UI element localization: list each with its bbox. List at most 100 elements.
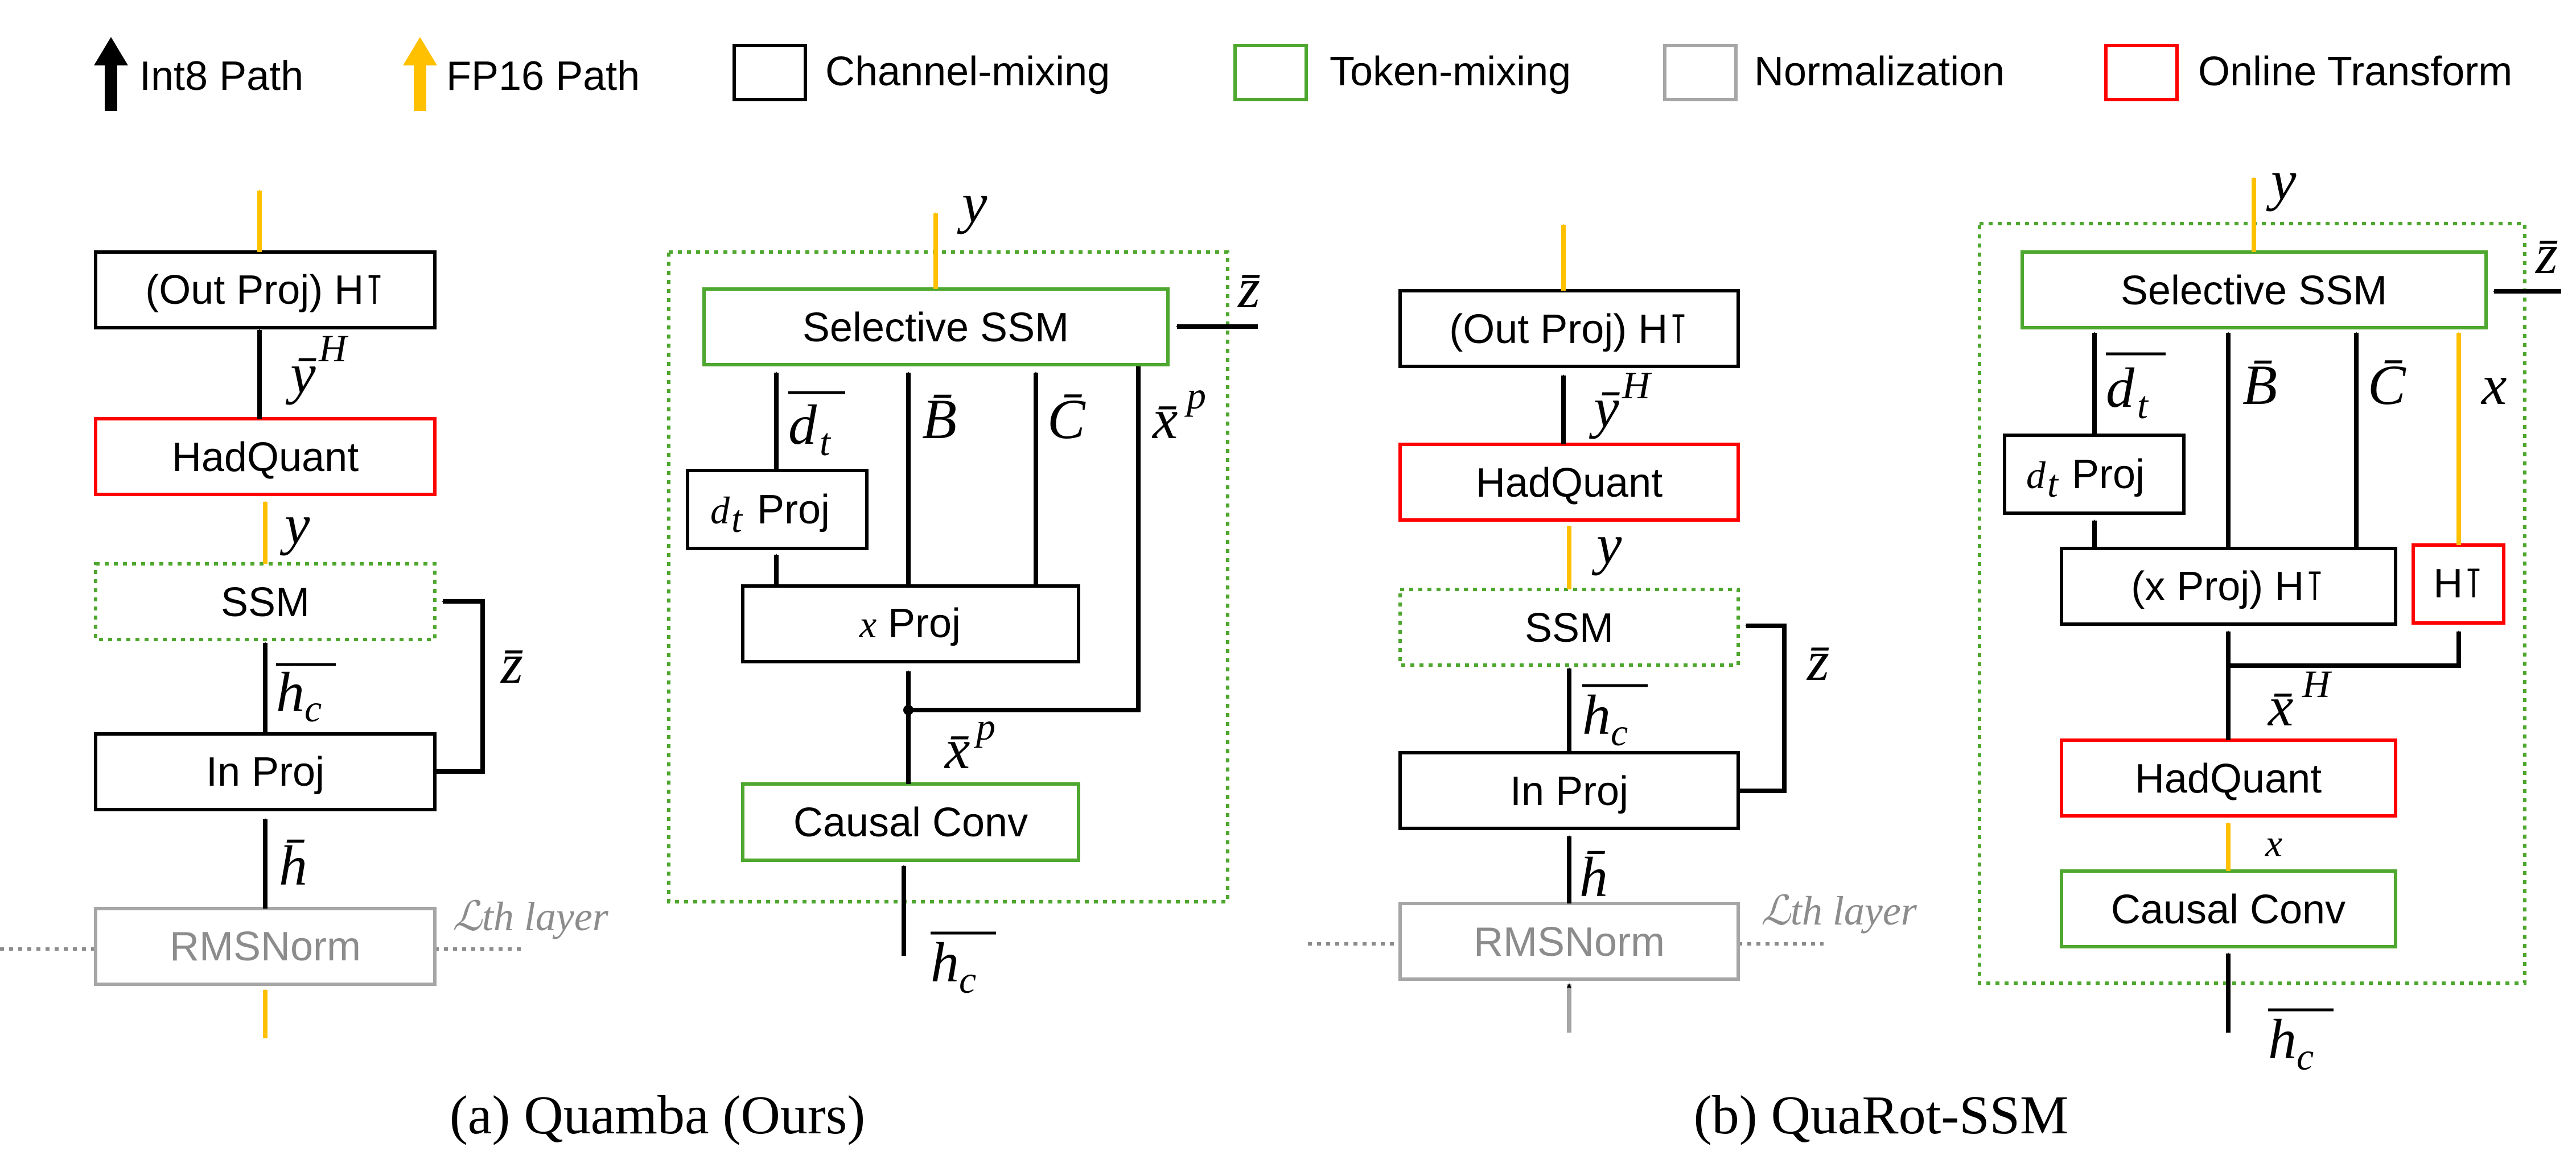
h-bar-label: h̄ (279, 834, 307, 897)
svg-text:H: H (1622, 364, 1652, 407)
panel-b-hc-input-label: h c (2268, 1008, 2334, 1078)
b-bar-label-b: B̄ (2242, 353, 2277, 416)
svg-text:x̄: x̄ (944, 717, 970, 781)
svg-text:d: d (788, 393, 817, 456)
y-label: y (279, 493, 310, 556)
hadquant-label-b: HadQuant (1476, 460, 1663, 506)
legend-fp16-label: FP16 Path (446, 53, 640, 99)
dt-proj-label-b: d t Proj (2026, 452, 2145, 505)
in-proj-block-b (1398, 751, 1740, 830)
legend-int8-icon (94, 37, 128, 111)
x-label-upper-b: x (2480, 353, 2507, 416)
h-c-label-b: h c (1582, 683, 1648, 754)
svg-text:d: d (2026, 453, 2046, 497)
legend-channel-swatch (733, 44, 807, 101)
svg-text:h: h (2268, 1008, 2297, 1071)
selective-ssm-label: Selective SSM (803, 305, 1069, 350)
selective-ssm-label-b: Selective SSM (2121, 268, 2387, 313)
hadquant-label: HadQuant (172, 435, 359, 480)
ssm-label-b: SSM (1525, 605, 1614, 651)
rmsnorm-label-b: RMSNorm (1474, 919, 1665, 965)
y-label-b: y (1591, 513, 1622, 576)
svg-text:t: t (820, 420, 832, 464)
y-bar-h-label-b: ȳ H (1589, 364, 1652, 439)
x-bar-p-label-upper: x̄ p (1151, 374, 1206, 451)
svg-text:ȳ: ȳ (1589, 376, 1620, 439)
legend-token-label: Token-mixing (1330, 49, 1571, 94)
in-proj-label-b: In Proj (1510, 769, 1628, 814)
dt-label: d t (788, 391, 845, 464)
out-proj-block (94, 250, 437, 329)
z-bar-label-detail-b: z̄ (2534, 222, 2558, 286)
svg-text:H: H (2302, 662, 2332, 705)
c-bar-label: C̄ (1047, 387, 1086, 451)
out-proj-block-b (1398, 289, 1740, 368)
legend-int8-label: Int8 Path (139, 53, 303, 99)
hadquant-block-b (1398, 443, 1740, 522)
dt-proj-label: d t Proj (710, 487, 830, 540)
panel-a-layer-stack: RMSNorm ℒth layer h̄ In Proj h c z̄ SSM … (0, 189, 609, 1038)
svg-text:x: x (859, 603, 877, 646)
b-bar-label: B̄ (922, 387, 957, 451)
out-proj-label: (Out Proj) H⊺ (145, 267, 385, 313)
svg-text:x̄: x̄ (1151, 387, 1178, 451)
x-label-lower-b: x (2265, 822, 2282, 865)
svg-text:Proj: Proj (757, 487, 830, 533)
causal-conv-label: Causal Conv (793, 800, 1028, 845)
svg-text:d: d (710, 489, 730, 532)
causal-conv-block (741, 782, 1080, 862)
svg-text:c: c (2297, 1035, 2314, 1078)
rmsnorm-label: RMSNorm (170, 924, 361, 969)
x-proj-label-b: (x Proj) H⊺ (2131, 564, 2325, 609)
ssm-block-b (1398, 588, 1740, 667)
svg-text:x̄: x̄ (2267, 675, 2293, 738)
dt-proj-block (686, 469, 869, 550)
h-c-label: h c (276, 661, 336, 730)
y-output-label: y (957, 171, 987, 234)
svg-text:Proj: Proj (888, 601, 961, 646)
selective-ssm-block-b (2021, 250, 2488, 329)
svg-text:t: t (2047, 462, 2059, 505)
caption-a: (a) Quamba (Ours) (450, 1084, 865, 1145)
z-bar-label-b: z̄ (1806, 629, 1829, 692)
hadquant-block-detail-b (2060, 738, 2397, 818)
svg-text:h: h (1582, 683, 1611, 746)
panel-a-detail: h c Causal Conv x̄ p x Proj d t Proj d t (667, 171, 1260, 1001)
y-bar-h-label: ȳ H (285, 327, 349, 405)
legend-token-swatch (1233, 44, 1308, 101)
ht-label-b: H⊺ (2433, 561, 2484, 606)
svg-text:h: h (276, 661, 304, 724)
x-proj-block-b (2060, 547, 2397, 626)
panel-b-detail-frame (1978, 222, 2526, 985)
svg-text:c: c (304, 687, 322, 730)
legend-online-swatch (2104, 44, 2179, 101)
svg-text:p: p (974, 705, 995, 748)
svg-text:ȳ: ȳ (285, 342, 316, 405)
svg-text:h: h (931, 931, 959, 994)
svg-text:Proj: Proj (2072, 452, 2145, 497)
hadquant-label-detail-b: HadQuant (2135, 756, 2322, 802)
legend-norm-swatch (1663, 44, 1738, 101)
c-bar-label-b: C̄ (2368, 353, 2406, 416)
x-proj-label: x Proj (859, 601, 961, 646)
svg-text:c: c (1611, 711, 1628, 754)
legend: Int8 Path FP16 Path Channel-mixing Token… (94, 37, 2512, 111)
hadquant-block (94, 417, 437, 496)
out-proj-label-b: (Out Proj) H⊺ (1449, 307, 1689, 352)
svg-text:t: t (731, 497, 743, 540)
panel-a-hc-input-label: h c (931, 931, 996, 1001)
legend-channel-label: Channel-mixing (825, 49, 1110, 94)
legend-norm-label: Normalization (1754, 49, 2005, 94)
z-bar-label: z̄ (500, 632, 523, 695)
x-bar-h-label-b: x̄ H (2267, 662, 2332, 738)
legend-online-label: Online Transform (2198, 49, 2512, 94)
causal-conv-block-b (2060, 869, 2397, 948)
lth-layer-label: ℒth layer (452, 894, 609, 939)
y-output-label-b: y (2266, 148, 2297, 212)
svg-text:d: d (2106, 356, 2135, 419)
h-bar-label-b: h̄ (1579, 845, 1608, 909)
dt-label-b: d t (2106, 352, 2166, 427)
legend-fp16-icon (403, 37, 437, 111)
panel-b-detail: h c Causal Conv x HadQuant x̄ H (x Proj)… (1978, 148, 2561, 1078)
